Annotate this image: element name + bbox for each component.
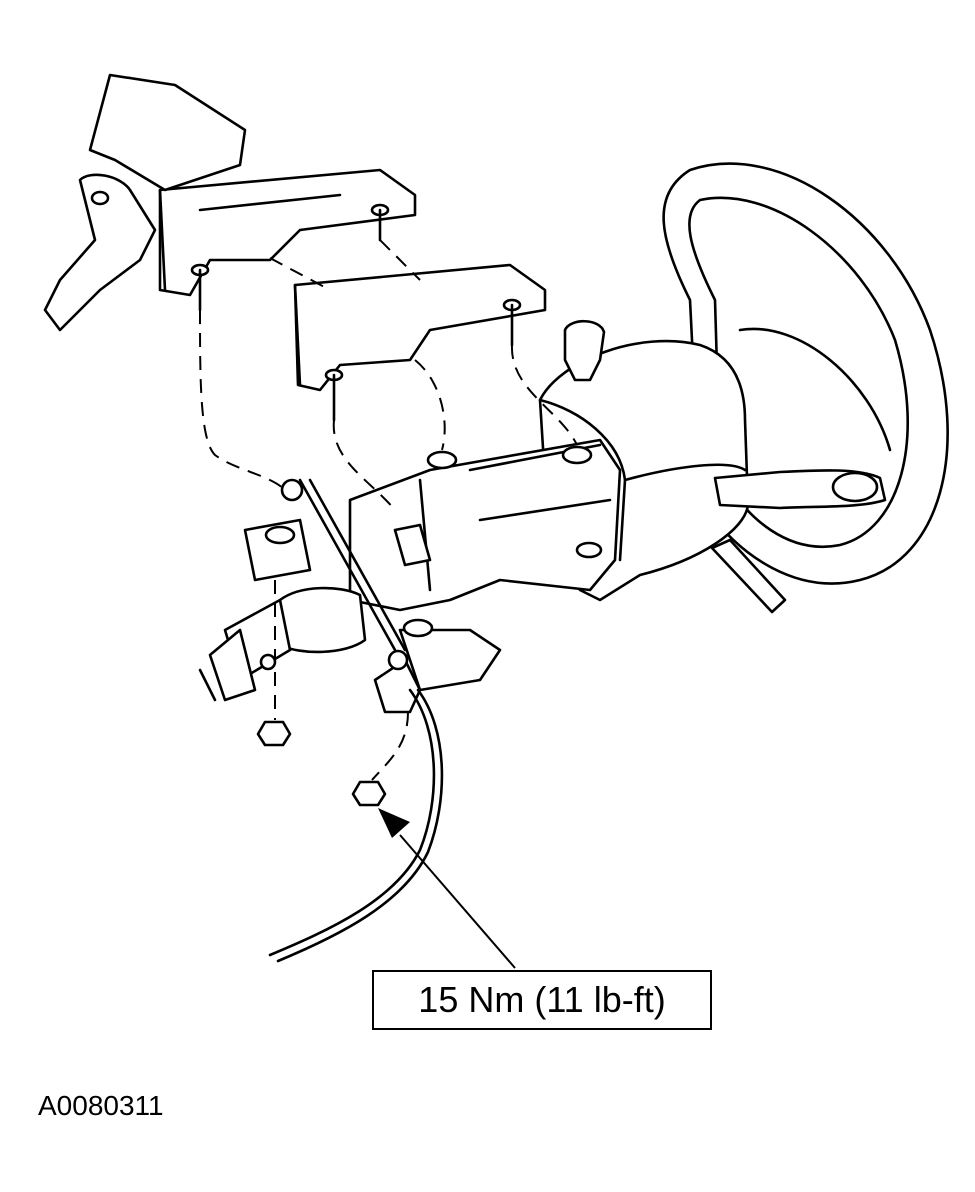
shift-cable [268, 478, 502, 963]
torque-spec-callout: 15 Nm (11 lb-ft) [372, 970, 712, 1030]
nut-left [256, 720, 292, 747]
multifunction-stalk [713, 469, 887, 510]
nut-torque [351, 780, 387, 807]
column-mount-bracket-lower [243, 445, 603, 582]
pedal-assembly [43, 73, 247, 332]
steering-column-body [198, 438, 622, 702]
figure-id-label: A0080311 [38, 1090, 164, 1121]
column-top-knob [563, 319, 606, 382]
shift-lever [710, 538, 787, 614]
column-mount-bracket-middle [293, 263, 547, 422]
callout-leader-arrow [378, 808, 516, 969]
column-mount-bracket-upper [158, 168, 417, 312]
